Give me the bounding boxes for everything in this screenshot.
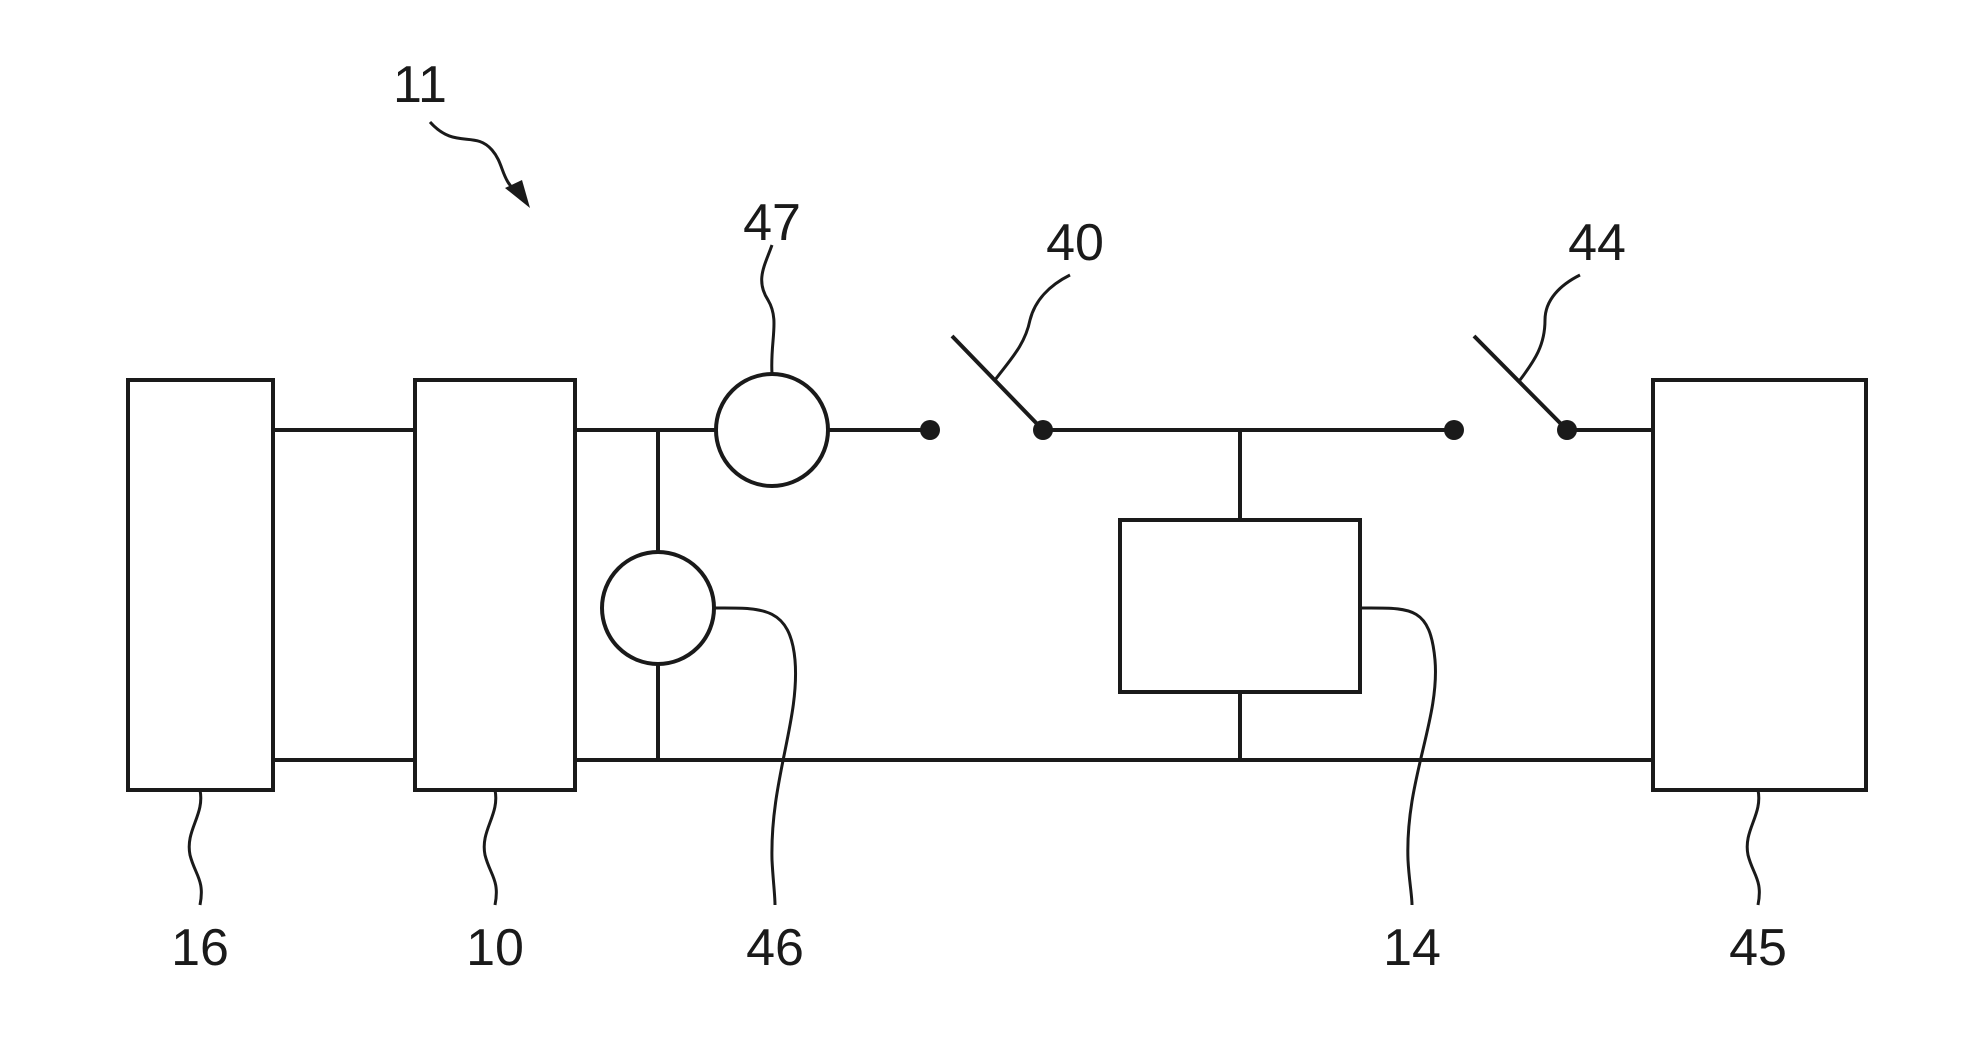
label-14: 14	[1383, 919, 1441, 977]
leader-40	[995, 275, 1070, 380]
label-11: 11	[393, 56, 447, 114]
leader-14	[1360, 608, 1435, 905]
element-47	[716, 374, 828, 486]
element-46	[602, 552, 714, 664]
label-10: 10	[466, 919, 524, 977]
terminal-40-left	[920, 420, 940, 440]
label-47: 47	[743, 194, 801, 252]
arrow-11-leader	[430, 122, 520, 195]
leader-46	[714, 608, 796, 905]
label-44: 44	[1568, 214, 1626, 272]
switch-44-blade	[1474, 336, 1567, 430]
label-46: 46	[746, 919, 804, 977]
block-45	[1653, 380, 1866, 790]
switch-40-blade	[952, 336, 1043, 430]
leader-47	[762, 245, 774, 374]
leader-45	[1747, 790, 1759, 905]
leader-10	[484, 790, 496, 905]
block-10	[415, 380, 575, 790]
label-45: 45	[1729, 919, 1787, 977]
block-16	[128, 380, 273, 790]
terminal-44-left	[1444, 420, 1464, 440]
label-40: 40	[1046, 214, 1104, 272]
block-14	[1120, 520, 1360, 692]
leader-16	[189, 790, 201, 905]
leader-44	[1520, 275, 1580, 380]
label-16: 16	[171, 919, 229, 977]
